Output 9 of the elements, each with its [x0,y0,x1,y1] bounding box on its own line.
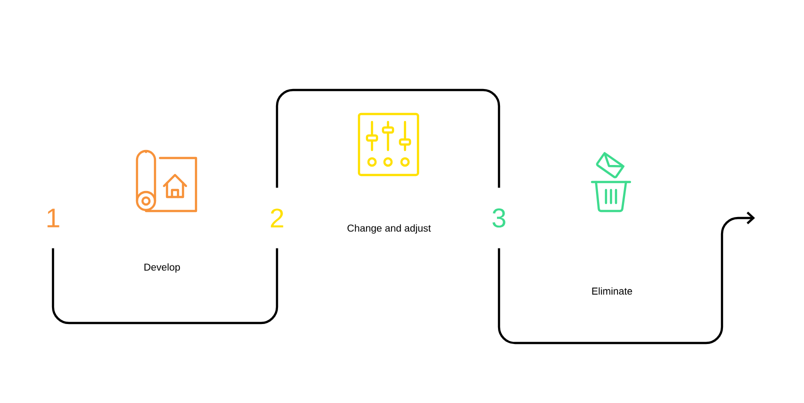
step-number: 3 [492,208,506,228]
connector-line [498,212,755,344]
step-label: Eliminate [592,287,632,295]
step-label: Change and adjust [348,224,431,234]
step-number: 2 [270,208,284,228]
step-label: Develop [144,263,180,273]
connector-line [52,248,278,324]
connector-line [276,88,500,188]
step-number: 1 [48,208,60,228]
